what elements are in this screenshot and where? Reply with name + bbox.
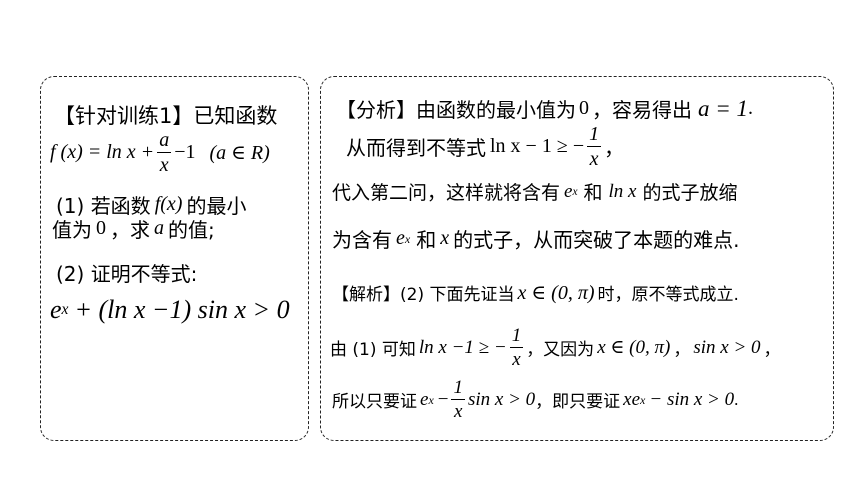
analysis-and2: 和 xyxy=(416,228,437,252)
solution-text-d: ，又因为 xyxy=(526,340,595,360)
question-2: (2) 证明不等式: xyxy=(56,258,197,287)
analysis-e2: e xyxy=(396,227,405,249)
solution-line-1: 【解析】(2) 下面先证当 x ∈ (0, π) 时，原不等式成立. xyxy=(332,280,739,305)
solution-sin3: − sin x > 0 xyxy=(649,388,735,410)
analysis-fraction-den: x xyxy=(589,148,599,170)
analysis-fraction: 1 x xyxy=(587,123,602,170)
inequality-e: e xyxy=(50,295,62,324)
q1-fx: f(x) xyxy=(154,193,183,215)
solution-fraction2-num: 1 xyxy=(451,377,465,400)
analysis-fraction-num: 1 xyxy=(587,123,602,147)
analysis-line-2: 从而得到不等式 ln x − 1 ≥ − 1 x ， xyxy=(346,124,624,169)
solution-e: e xyxy=(420,388,429,410)
function-lhs: f (x) = ln x + xyxy=(50,141,155,163)
solution-text-e: 所以只要证 xyxy=(332,392,417,412)
q2-text: (2) 证明不等式: xyxy=(56,262,198,286)
analysis-comma: ， xyxy=(604,136,625,160)
q1-text-b: 的最小 xyxy=(186,194,247,218)
analysis-eq: a = 1 xyxy=(698,95,749,121)
analysis-text-e: 的式子放缩 xyxy=(642,182,738,204)
solution-xe: xe xyxy=(623,388,641,410)
q1-var-a: a xyxy=(154,217,164,239)
solution-fraction: 1 x xyxy=(509,325,524,370)
analysis-expr: ln x − 1 ≥ − xyxy=(490,135,585,157)
question-1-line-1: (1) 若函数 f(x) 的最小 xyxy=(56,190,246,219)
solution-text-a: 【解析】(2) 下面先证当 xyxy=(332,285,515,305)
analysis-period: . xyxy=(748,97,754,119)
solution-sin: sin x > 0 xyxy=(693,336,761,358)
analysis-text-c: 从而得到不等式 xyxy=(346,136,486,160)
solution-fraction-num: 1 xyxy=(509,325,524,348)
solution-text-c: 由 (1) 可知 xyxy=(330,340,416,360)
fraction-a-over-x: a x xyxy=(157,129,172,176)
function-constant: −1 xyxy=(174,141,196,163)
analysis-line-1: 【分析】由函数的最小值为 0 ，容易得出 a = 1 . xyxy=(336,94,753,123)
solution-interval2: x ∈ (0, π) xyxy=(597,337,671,358)
solution-period: . xyxy=(734,389,739,409)
q1-text-a: (1) 若函数 xyxy=(56,194,151,218)
analysis-text-d: 代入第二问，这样就将含有 xyxy=(332,182,561,204)
function-definition: f (x) = ln x + a x −1 (a ∈ R) xyxy=(50,130,270,175)
problem-title-text: 【针对训练1】已知函数 xyxy=(54,104,278,128)
analysis-e: e xyxy=(564,180,573,202)
analysis-text-b: ，容易得出 xyxy=(592,98,692,122)
solution-fraction2-den: x xyxy=(454,401,463,422)
solution-minus: − xyxy=(437,388,449,410)
solution-line-2: 由 (1) 可知 ln x −1 ≥ − 1 x ，又因为 x ∈ (0, π)… xyxy=(330,326,781,369)
analysis-text-a: 【分析】由函数的最小值为 xyxy=(336,98,576,122)
fraction-denominator: x xyxy=(159,154,169,176)
fraction-numerator: a xyxy=(157,129,172,153)
problem-box xyxy=(40,76,309,441)
analysis-and: 和 xyxy=(583,182,603,204)
question-1-line-2: 值为 0 ，求 a 的值; xyxy=(52,214,215,243)
analysis-zero: 0 xyxy=(579,97,589,119)
analysis-x: x xyxy=(440,227,450,249)
solution-box xyxy=(320,76,834,441)
q1-zero: 0 xyxy=(96,217,106,239)
q1-text-c: 值为 xyxy=(52,218,92,242)
analysis-text-g: 的式子，从而突破了本题的难点. xyxy=(453,228,740,252)
solution-interval: x ∈ (0, π) xyxy=(517,282,595,304)
problem-title: 【针对训练1】已知函数 xyxy=(54,100,277,130)
solution-fraction-den: x xyxy=(512,349,521,370)
analysis-ln: ln x xyxy=(608,180,637,202)
analysis-text-f: 为含有 xyxy=(332,228,392,252)
inequality-rest: + (ln x −1) sin x > 0 xyxy=(74,295,290,324)
solution-text-b: 时，原不等式成立. xyxy=(597,285,739,305)
function-condition: (a ∈ R) xyxy=(209,142,270,164)
solution-comma2: ， xyxy=(763,340,781,360)
solution-expr: ln x −1 ≥ − xyxy=(418,336,507,358)
solution-comma: ， xyxy=(673,340,691,360)
solution-sin2: sin x > 0 xyxy=(467,388,536,410)
solution-fraction2: 1 x xyxy=(451,378,465,421)
q1-text-d: ，求 xyxy=(110,218,150,242)
solution-text-f: ，即只要证 xyxy=(535,392,621,412)
q1-text-e: 的值; xyxy=(168,218,215,242)
